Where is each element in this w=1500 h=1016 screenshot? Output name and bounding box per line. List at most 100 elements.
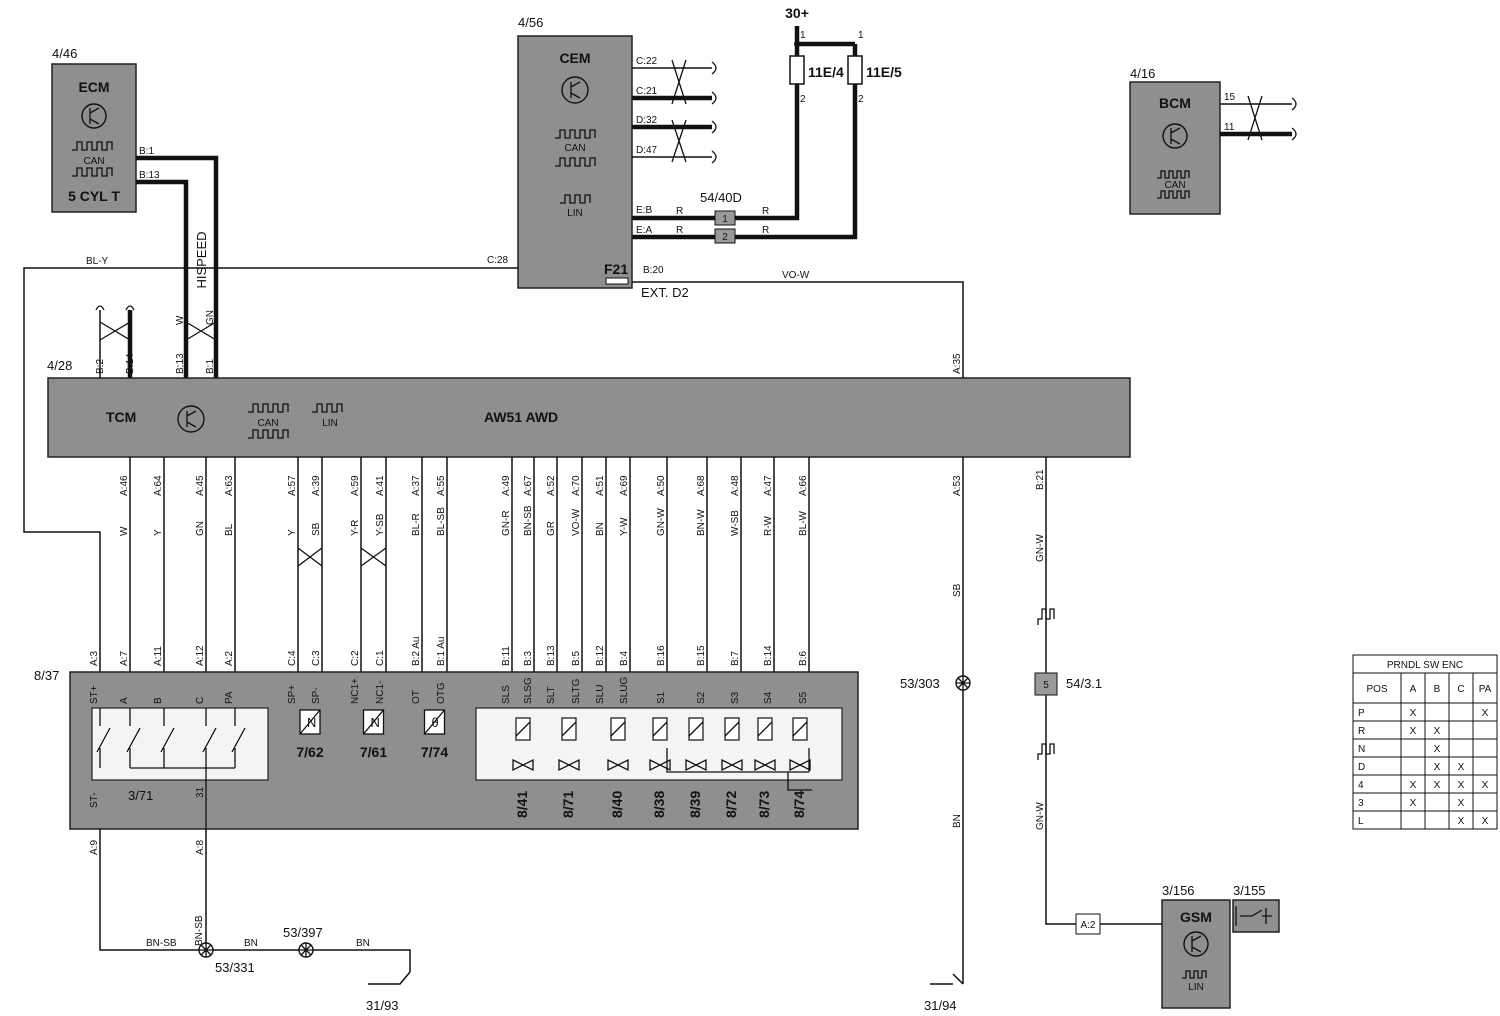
valve-pin-label: B:1 Au bbox=[436, 637, 447, 666]
valve-pin-label: A:7 bbox=[119, 651, 130, 666]
tcm-pin-label: A:59 bbox=[350, 475, 361, 496]
fuse1-pin2: 2 bbox=[800, 94, 806, 105]
tcm-pin-label: A:66 bbox=[798, 475, 809, 496]
splice-53-397-icon bbox=[298, 942, 314, 958]
tcm-pin-b14: B:14 bbox=[125, 353, 136, 374]
tcm-wire-color: W-SB bbox=[730, 510, 741, 536]
twist-icon bbox=[297, 547, 323, 567]
wire-bn-sb-1: BN-SB bbox=[146, 938, 177, 949]
table-cell: X bbox=[1434, 762, 1441, 773]
solenoid-ref: 8/38 bbox=[651, 791, 667, 818]
ground-31-94-label: 31/94 bbox=[924, 998, 957, 1013]
tcm-pin-label: A:39 bbox=[311, 475, 322, 496]
solenoid-ref: 8/39 bbox=[687, 791, 703, 818]
sensor-ref: 7/61 bbox=[360, 744, 387, 760]
tcm-wire-color: BL-SB bbox=[436, 507, 447, 536]
switch-blade-icon bbox=[202, 727, 217, 753]
valve-pin-label: B:5 bbox=[571, 651, 582, 666]
tcm-wire-color: Y-SB bbox=[375, 513, 386, 536]
solenoid-label: SLT bbox=[546, 686, 557, 704]
switch-label: A bbox=[119, 697, 130, 704]
cem-name: CEM bbox=[559, 50, 590, 66]
valve-pin-label: C:1 bbox=[375, 650, 386, 666]
valve-icon bbox=[649, 758, 671, 772]
splice-53-331-label: 53/331 bbox=[215, 960, 255, 975]
sensor-pin-label: OT bbox=[411, 690, 422, 704]
vb-pin-a8: A:8 bbox=[195, 840, 206, 855]
tcm-ref: 4/28 bbox=[47, 358, 72, 373]
wire-bn-3: BN bbox=[952, 814, 963, 828]
tcm-pin-label: A:46 bbox=[119, 475, 130, 496]
sensor-pin-label: NC1- bbox=[375, 681, 386, 704]
wire-bn-1: BN bbox=[244, 938, 258, 949]
cem-pin-eb: E:B bbox=[636, 205, 652, 216]
tcm-pin-label: A:68 bbox=[696, 475, 707, 496]
solenoid-ref: 8/74 bbox=[791, 791, 807, 818]
valve-pin-label: B:13 bbox=[546, 645, 557, 666]
lin-pulse-icon bbox=[560, 194, 591, 204]
solenoid-ref: 8/71 bbox=[560, 791, 576, 818]
fuse1-pin1: 1 bbox=[800, 30, 806, 41]
tcm-pin-label: A:52 bbox=[546, 475, 557, 496]
switch-bottom-label: 31 bbox=[195, 786, 206, 798]
tcm-pin-b21: B:21 bbox=[1035, 469, 1046, 490]
fuse2-pin1: 1 bbox=[858, 30, 864, 41]
solenoid-label: SLS bbox=[501, 685, 512, 704]
table-cell: X bbox=[1434, 780, 1441, 791]
cem-can-label: CAN bbox=[564, 143, 585, 154]
switch-ref: 3/71 bbox=[128, 788, 153, 803]
table-cell: X bbox=[1434, 744, 1441, 755]
bcm-module: 4/16 BCM CAN 15 11 bbox=[1129, 66, 1297, 215]
solenoid-ref: 8/40 bbox=[609, 791, 625, 818]
tcm-can-label: CAN bbox=[257, 418, 278, 429]
tcm-pin-label: A:64 bbox=[153, 475, 164, 496]
gsm-ref: 3/156 bbox=[1162, 883, 1195, 898]
tcm-wire-color: GN-W bbox=[656, 508, 667, 536]
wire-sb-label: SB bbox=[952, 583, 963, 597]
switch-label: PA bbox=[224, 691, 235, 704]
transistor-icon bbox=[1183, 931, 1209, 957]
solenoid-ref: 8/41 bbox=[514, 791, 530, 818]
cem-module: 4/56 CEM CAN LIN F21 EXT. D2 C:22 C:21 D… bbox=[487, 15, 689, 300]
wire-bn-2: BN bbox=[356, 938, 370, 949]
tcm-wire-color: GR bbox=[546, 521, 557, 536]
ecm-pin-b13: B:13 bbox=[139, 170, 160, 181]
fuse1-label: 11E/4 bbox=[808, 64, 844, 80]
switch-icon bbox=[1240, 908, 1272, 924]
solenoid-ref: 8/72 bbox=[723, 791, 739, 818]
table-header: A bbox=[1410, 684, 1417, 695]
connector-54-40d: 54/40D 1 2 R R R R bbox=[632, 190, 769, 244]
table-cell: X bbox=[1434, 726, 1441, 737]
table-cell: D bbox=[1358, 762, 1365, 773]
valve-pin-label: B:15 bbox=[696, 645, 707, 666]
bl-y-wire: BL-Y bbox=[23, 256, 518, 672]
transistor-icon bbox=[81, 103, 107, 129]
tcm-pin-a35: A:35 bbox=[952, 353, 963, 374]
ecm-module: 4/46 ECM CAN 5 CYL T B:1 B:13 bbox=[51, 46, 160, 213]
tcm-pin-label: A:45 bbox=[195, 475, 206, 496]
tcm-wire-color: R-W bbox=[763, 515, 774, 536]
ground-31-94-icon bbox=[930, 973, 964, 985]
valve-pin-label: B:12 bbox=[595, 645, 606, 666]
tcm-pin-label: A:57 bbox=[287, 475, 298, 496]
ecm-pin-b1: B:1 bbox=[139, 146, 154, 157]
valve-pin-label: B:3 bbox=[523, 651, 534, 666]
gsm-name: GSM bbox=[1180, 909, 1212, 925]
sensor-pin-label: SP+ bbox=[287, 685, 298, 704]
cem-ext: EXT. D2 bbox=[641, 285, 689, 300]
can-pulse-icon bbox=[1157, 170, 1190, 179]
table-cell: L bbox=[1358, 816, 1364, 827]
table-cell: X bbox=[1458, 780, 1465, 791]
valve-pin-label: A:12 bbox=[195, 645, 206, 666]
table-header: POS bbox=[1366, 684, 1387, 695]
tcm-model: AW51 AWD bbox=[484, 409, 558, 425]
wire-w-label: W bbox=[175, 315, 186, 325]
gsm-lin-label: LIN bbox=[1188, 982, 1204, 993]
tcm-wire-color: Y-R bbox=[350, 520, 361, 536]
switch-label: ST+ bbox=[89, 685, 100, 704]
table-cell: 4 bbox=[1358, 780, 1364, 791]
can-pulse-icon bbox=[555, 129, 596, 139]
